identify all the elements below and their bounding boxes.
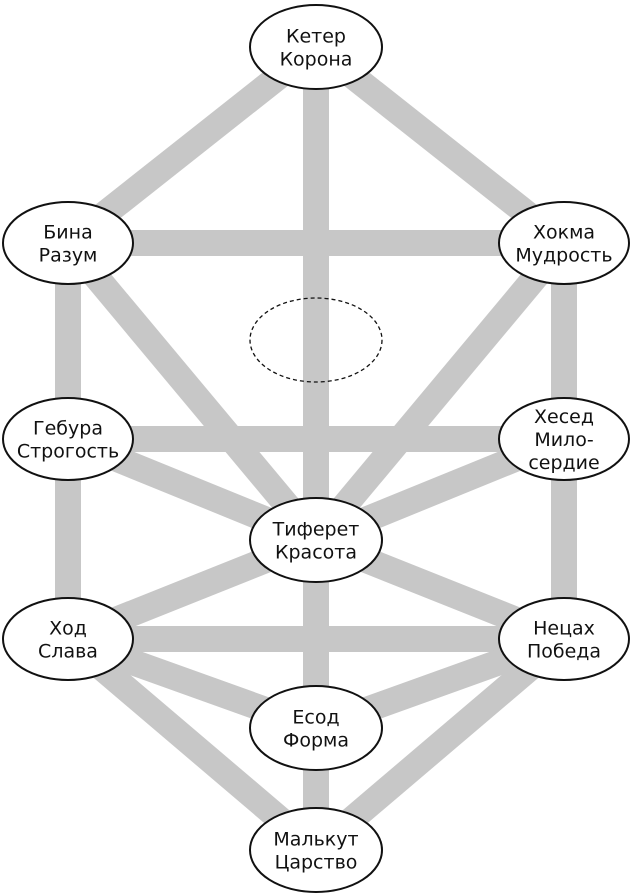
sefira-netsah-ellipse [498, 597, 630, 681]
sefira-tiferet-label-line: Красота [275, 542, 357, 564]
sefira-yesod-label-line: Форма [283, 730, 349, 752]
sefira-hokma-label-line: Мудрость [515, 245, 612, 267]
sefira-bina-label-line: Разум [39, 245, 98, 267]
sefira-hesed-label-line: сердие [528, 452, 599, 474]
sefira-tiferet-ellipse [249, 497, 383, 583]
sefira-bina-ellipse [2, 201, 134, 285]
sefira-keter-ellipse [249, 4, 383, 90]
sefira-yesod-ellipse [249, 685, 383, 771]
sefira-hokma-label-line: Хокма [533, 222, 595, 244]
daat-dashed-ellipse [249, 297, 383, 383]
sefira-hod-label-line: Ход [49, 618, 87, 640]
sefira-malkut-label-line: Малькут [273, 829, 358, 851]
sefira-tiferet-label-line: Тиферет [272, 519, 360, 541]
path-hod-malkut [59, 629, 325, 860]
sefira-hod-ellipse [2, 597, 134, 681]
sefira-gebura-ellipse [2, 397, 134, 481]
sefira-gebura-label-line: Гебура [33, 418, 103, 440]
sefira-hesed-label-line: Хесед [534, 406, 594, 428]
sefira-keter-label-line: Кетер [286, 26, 346, 48]
sefira-hokma-ellipse [498, 201, 630, 285]
path-netsah-malkut [307, 629, 573, 860]
sefira-malkut-label-line: Царство [275, 852, 358, 874]
sefira-yesod-label-line: Есод [292, 707, 339, 729]
sefira-netsah-label-line: Победа [527, 641, 601, 663]
sefira-gebura-label-line: Строгость [17, 441, 119, 463]
sefira-keter-label-line: Корона [280, 49, 353, 71]
sefira-netsah-label-line: Нецах [533, 618, 595, 640]
sefira-hesed-ellipse [498, 397, 630, 481]
path-hokma-tiferet [306, 234, 574, 549]
path-bina-tiferet [58, 234, 326, 549]
sefira-bina-label-line: Бина [43, 222, 92, 244]
sefirot-layer: КетерКоронаБинаРазумХокмаМудростьГебураС… [2, 4, 630, 893]
sefira-malkut-ellipse [249, 807, 383, 893]
sefira-hod-label-line: Слава [38, 641, 98, 663]
sefira-hesed-label-line: Мило- [534, 429, 593, 451]
